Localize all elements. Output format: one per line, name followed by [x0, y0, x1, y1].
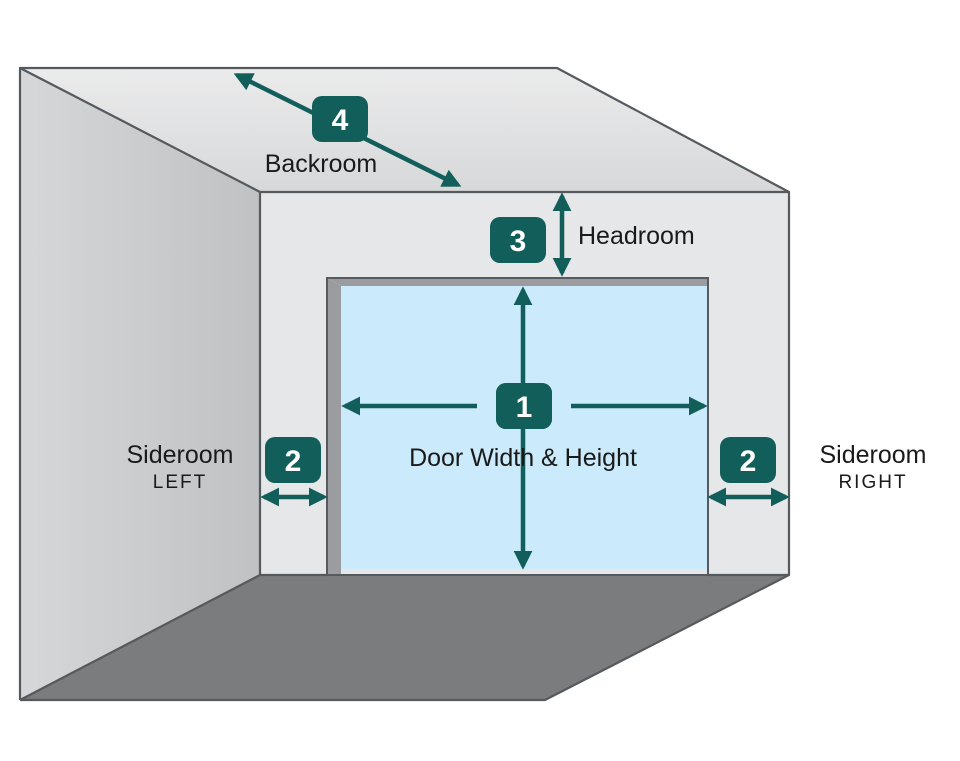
sideroom-left-badge: 2: [265, 437, 321, 483]
headroom-label: Headroom: [578, 222, 695, 250]
svg-text:2: 2: [740, 445, 757, 478]
sideroom-right-badge: 2: [720, 437, 776, 483]
backroom-badge: 4: [312, 96, 368, 142]
door-header: [327, 278, 708, 286]
sideroom-left-sublabel: LEFT: [153, 472, 207, 493]
svg-text:3: 3: [510, 225, 527, 258]
floor: [20, 575, 789, 700]
sideroom-left-label: Sideroom: [127, 441, 234, 469]
sideroom-right-sublabel: RIGHT: [838, 472, 907, 493]
room-outline: [18, 66, 791, 702]
sideroom-right-label: Sideroom: [820, 441, 927, 469]
svg-text:4: 4: [332, 104, 349, 137]
door-badge: 1: [477, 383, 571, 429]
door-label: Door Width & Height: [409, 444, 637, 472]
svg-text:1: 1: [516, 391, 533, 424]
backroom-label: Backroom: [265, 150, 378, 178]
headroom-badge: 3: [490, 217, 546, 263]
left-wall: [20, 68, 260, 700]
door-opening-outline: [326, 277, 709, 576]
door-jamb-left: [327, 278, 341, 575]
svg-text:2: 2: [285, 445, 302, 478]
